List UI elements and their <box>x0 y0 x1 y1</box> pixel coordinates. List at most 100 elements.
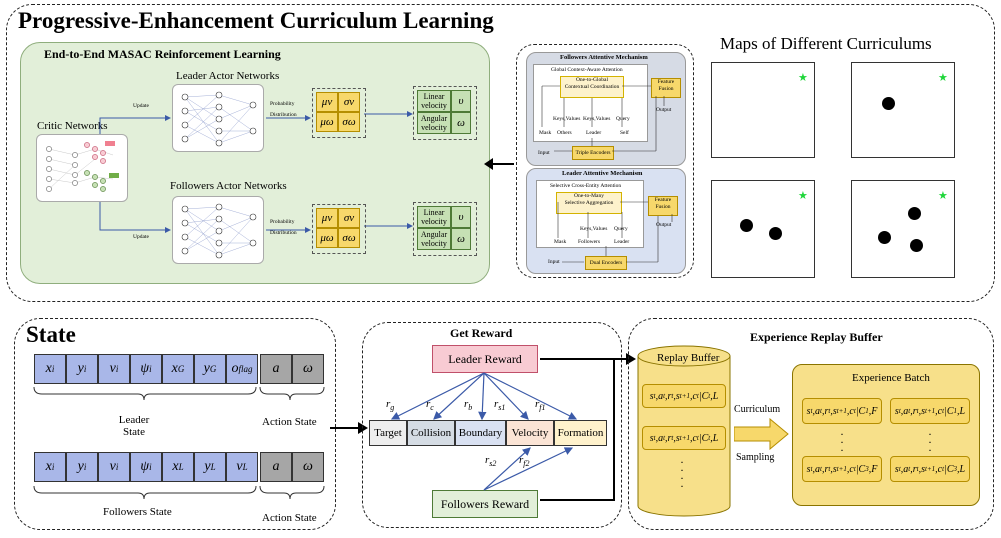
mu-w-cell-f: μω <box>316 228 338 248</box>
leader-actor-network <box>172 84 264 152</box>
reward-collision: Collision <box>407 420 455 446</box>
update-label-bottom: Update <box>133 234 149 240</box>
input-label-top: Input <box>538 150 550 156</box>
sigma-v-cell: σv <box>338 92 360 112</box>
goal-star-icon: ★ <box>938 190 948 202</box>
followers-distribution-table <box>312 204 366 254</box>
experience-batch-box <box>792 364 980 506</box>
leader-state-action-cell-0: a <box>260 354 292 384</box>
curriculum-sampling-arrow <box>734 418 789 450</box>
leader-label-bottom: Leader <box>614 239 630 245</box>
r-g-label: rg <box>386 398 395 413</box>
r-c-label: rc <box>426 398 434 413</box>
leader-velocity-table <box>413 86 477 140</box>
v-symbol-cell-f: υ <box>451 206 471 228</box>
prob-label-top-1: Probability <box>270 101 295 107</box>
cross-attention-box <box>536 180 644 248</box>
reward-velocity: Velocity <box>506 420 554 446</box>
goal-star-icon: ★ <box>938 72 948 84</box>
map-curriculum-4: ★ <box>851 180 955 278</box>
prob-label-top-2: Distribution <box>270 112 297 118</box>
others-label: Others <box>557 130 572 136</box>
w-symbol-cell: ω <box>451 112 471 134</box>
action-state-label-bottom: Action State <box>262 512 317 524</box>
r-f1-label: rf1 <box>535 398 546 413</box>
mu-v-cell-f: μv <box>316 208 338 228</box>
batch-ellipsis-right: ··· <box>928 427 932 457</box>
map-curriculum-2: ★ <box>851 62 955 158</box>
followers-attention-arrows <box>541 85 665 152</box>
sigma-w-cell-f: σω <box>338 228 360 248</box>
state-braces <box>33 386 325 500</box>
query-label-top: Query <box>616 116 630 122</box>
dual-encoders-box: Dual Encoders <box>585 256 627 270</box>
r-b-label: rb <box>464 398 473 413</box>
r-f2-label: rf2 <box>519 454 530 469</box>
mu-w-cell: μω <box>316 112 338 132</box>
curriculum-title: Progressive-Enhancement Curriculum Learn… <box>18 8 494 33</box>
leader-attention-title: Leader Attentive Mechanism <box>562 170 643 177</box>
goal-star-icon: ★ <box>798 72 808 84</box>
output-label-top: Output <box>656 107 672 113</box>
follower-state-action-cell-1: ω <box>292 452 324 482</box>
curriculum-label: Curriculum <box>734 404 781 415</box>
map-curriculum-1: ★ <box>711 62 815 158</box>
prob-label-bottom-2: Distribution <box>270 230 297 236</box>
map-curriculum-3: ★ <box>711 180 815 278</box>
query-label-bottom: Query <box>614 226 628 232</box>
sigma-w-cell: σω <box>338 112 360 132</box>
state-panel <box>14 318 336 530</box>
reward-target: Target <box>369 420 407 446</box>
followers-attention-title: Followers Attentive Mechanism <box>560 54 648 61</box>
buffer-ellipsis: ···· <box>680 455 684 493</box>
kv-label-3: Keys,Values <box>580 226 608 232</box>
obstacle-dot <box>910 239 923 252</box>
mask-label-top: Mask <box>539 130 552 136</box>
input-label-bottom: Input <box>548 259 560 265</box>
critic-label: Critic Networks <box>37 120 108 132</box>
followers-reward-box: Followers Reward <box>432 490 538 518</box>
leader-reward-box: Leader Reward <box>432 345 538 373</box>
reward-boundary: Boundary <box>455 420 506 446</box>
batch-ellipsis-left: ··· <box>840 427 844 457</box>
critic-network-graphic <box>46 141 119 192</box>
w-symbol-cell-f: ω <box>451 228 471 250</box>
followers-state-label: Followers State <box>103 506 172 518</box>
follower-state-action-cell-0: a <box>260 452 292 482</box>
obstacle-dot <box>740 219 753 232</box>
curriculum-panel <box>6 4 995 302</box>
r-s1-label: rs1 <box>494 398 506 413</box>
self-label: Self <box>620 130 629 136</box>
prob-label-bottom-1: Probability <box>270 219 295 225</box>
followers-actor-network <box>172 196 264 264</box>
leader-actor-label: Leader Actor Networks <box>176 70 280 82</box>
action-state-label-top: Action State <box>262 416 317 428</box>
kv-label-1: Keys,Values <box>553 116 581 122</box>
state-title: State <box>26 322 76 347</box>
leader-label-top: Leader <box>586 130 602 136</box>
global-attention-title: Global Context-Aware Attention <box>551 67 623 73</box>
replay-title: Experience Replay Buffer <box>750 330 883 344</box>
reward-panel <box>362 322 622 528</box>
attention-panel <box>516 44 694 278</box>
leader-state-action-cell-1: ω <box>292 354 324 384</box>
mask-label-bottom: Mask <box>554 239 567 245</box>
